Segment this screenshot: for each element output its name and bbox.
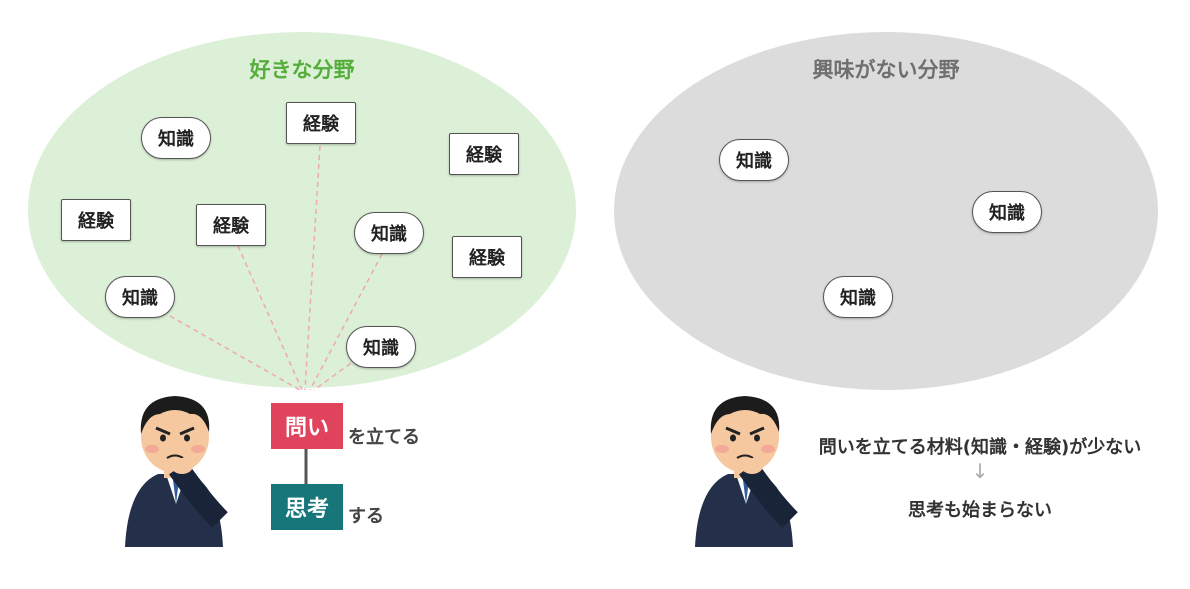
experience-box: 経験 bbox=[449, 133, 519, 175]
down-arrow-icon: ↓ bbox=[971, 459, 989, 483]
question-tag: 問い bbox=[271, 403, 343, 449]
experience-box: 経験 bbox=[61, 199, 131, 241]
thinking-suffix: する bbox=[348, 506, 384, 527]
knowledge-pill: 知識 bbox=[719, 139, 789, 181]
experience-box: 経験 bbox=[286, 102, 356, 144]
experience-box: 経験 bbox=[196, 204, 266, 246]
connector-line bbox=[313, 357, 359, 391]
knowledge-pill: 知識 bbox=[141, 117, 211, 159]
question-suffix: を立てる bbox=[348, 427, 420, 448]
knowledge-pill: 知識 bbox=[346, 326, 416, 368]
knowledge-pill: 知識 bbox=[972, 191, 1042, 233]
uninterested-field-title: 興味がない分野 bbox=[812, 58, 960, 82]
connector-line bbox=[304, 145, 321, 391]
knowledge-pill: 知識 bbox=[354, 212, 424, 254]
connector-line bbox=[169, 315, 301, 391]
knowledge-pill: 知識 bbox=[823, 276, 893, 318]
thinking-not-start-text: 思考も始まらない bbox=[908, 500, 1052, 521]
uninterested-field-ellipse bbox=[614, 32, 1158, 390]
favorite-field-title: 好きな分野 bbox=[249, 58, 355, 82]
knowledge-pill: 知識 bbox=[105, 276, 175, 318]
connector-line bbox=[309, 253, 383, 391]
experience-box: 経験 bbox=[452, 236, 522, 278]
thinking-tag: 思考 bbox=[271, 484, 343, 530]
lack-of-material-text: 問いを立てる材料(知識・経験)が少ない bbox=[818, 437, 1142, 458]
